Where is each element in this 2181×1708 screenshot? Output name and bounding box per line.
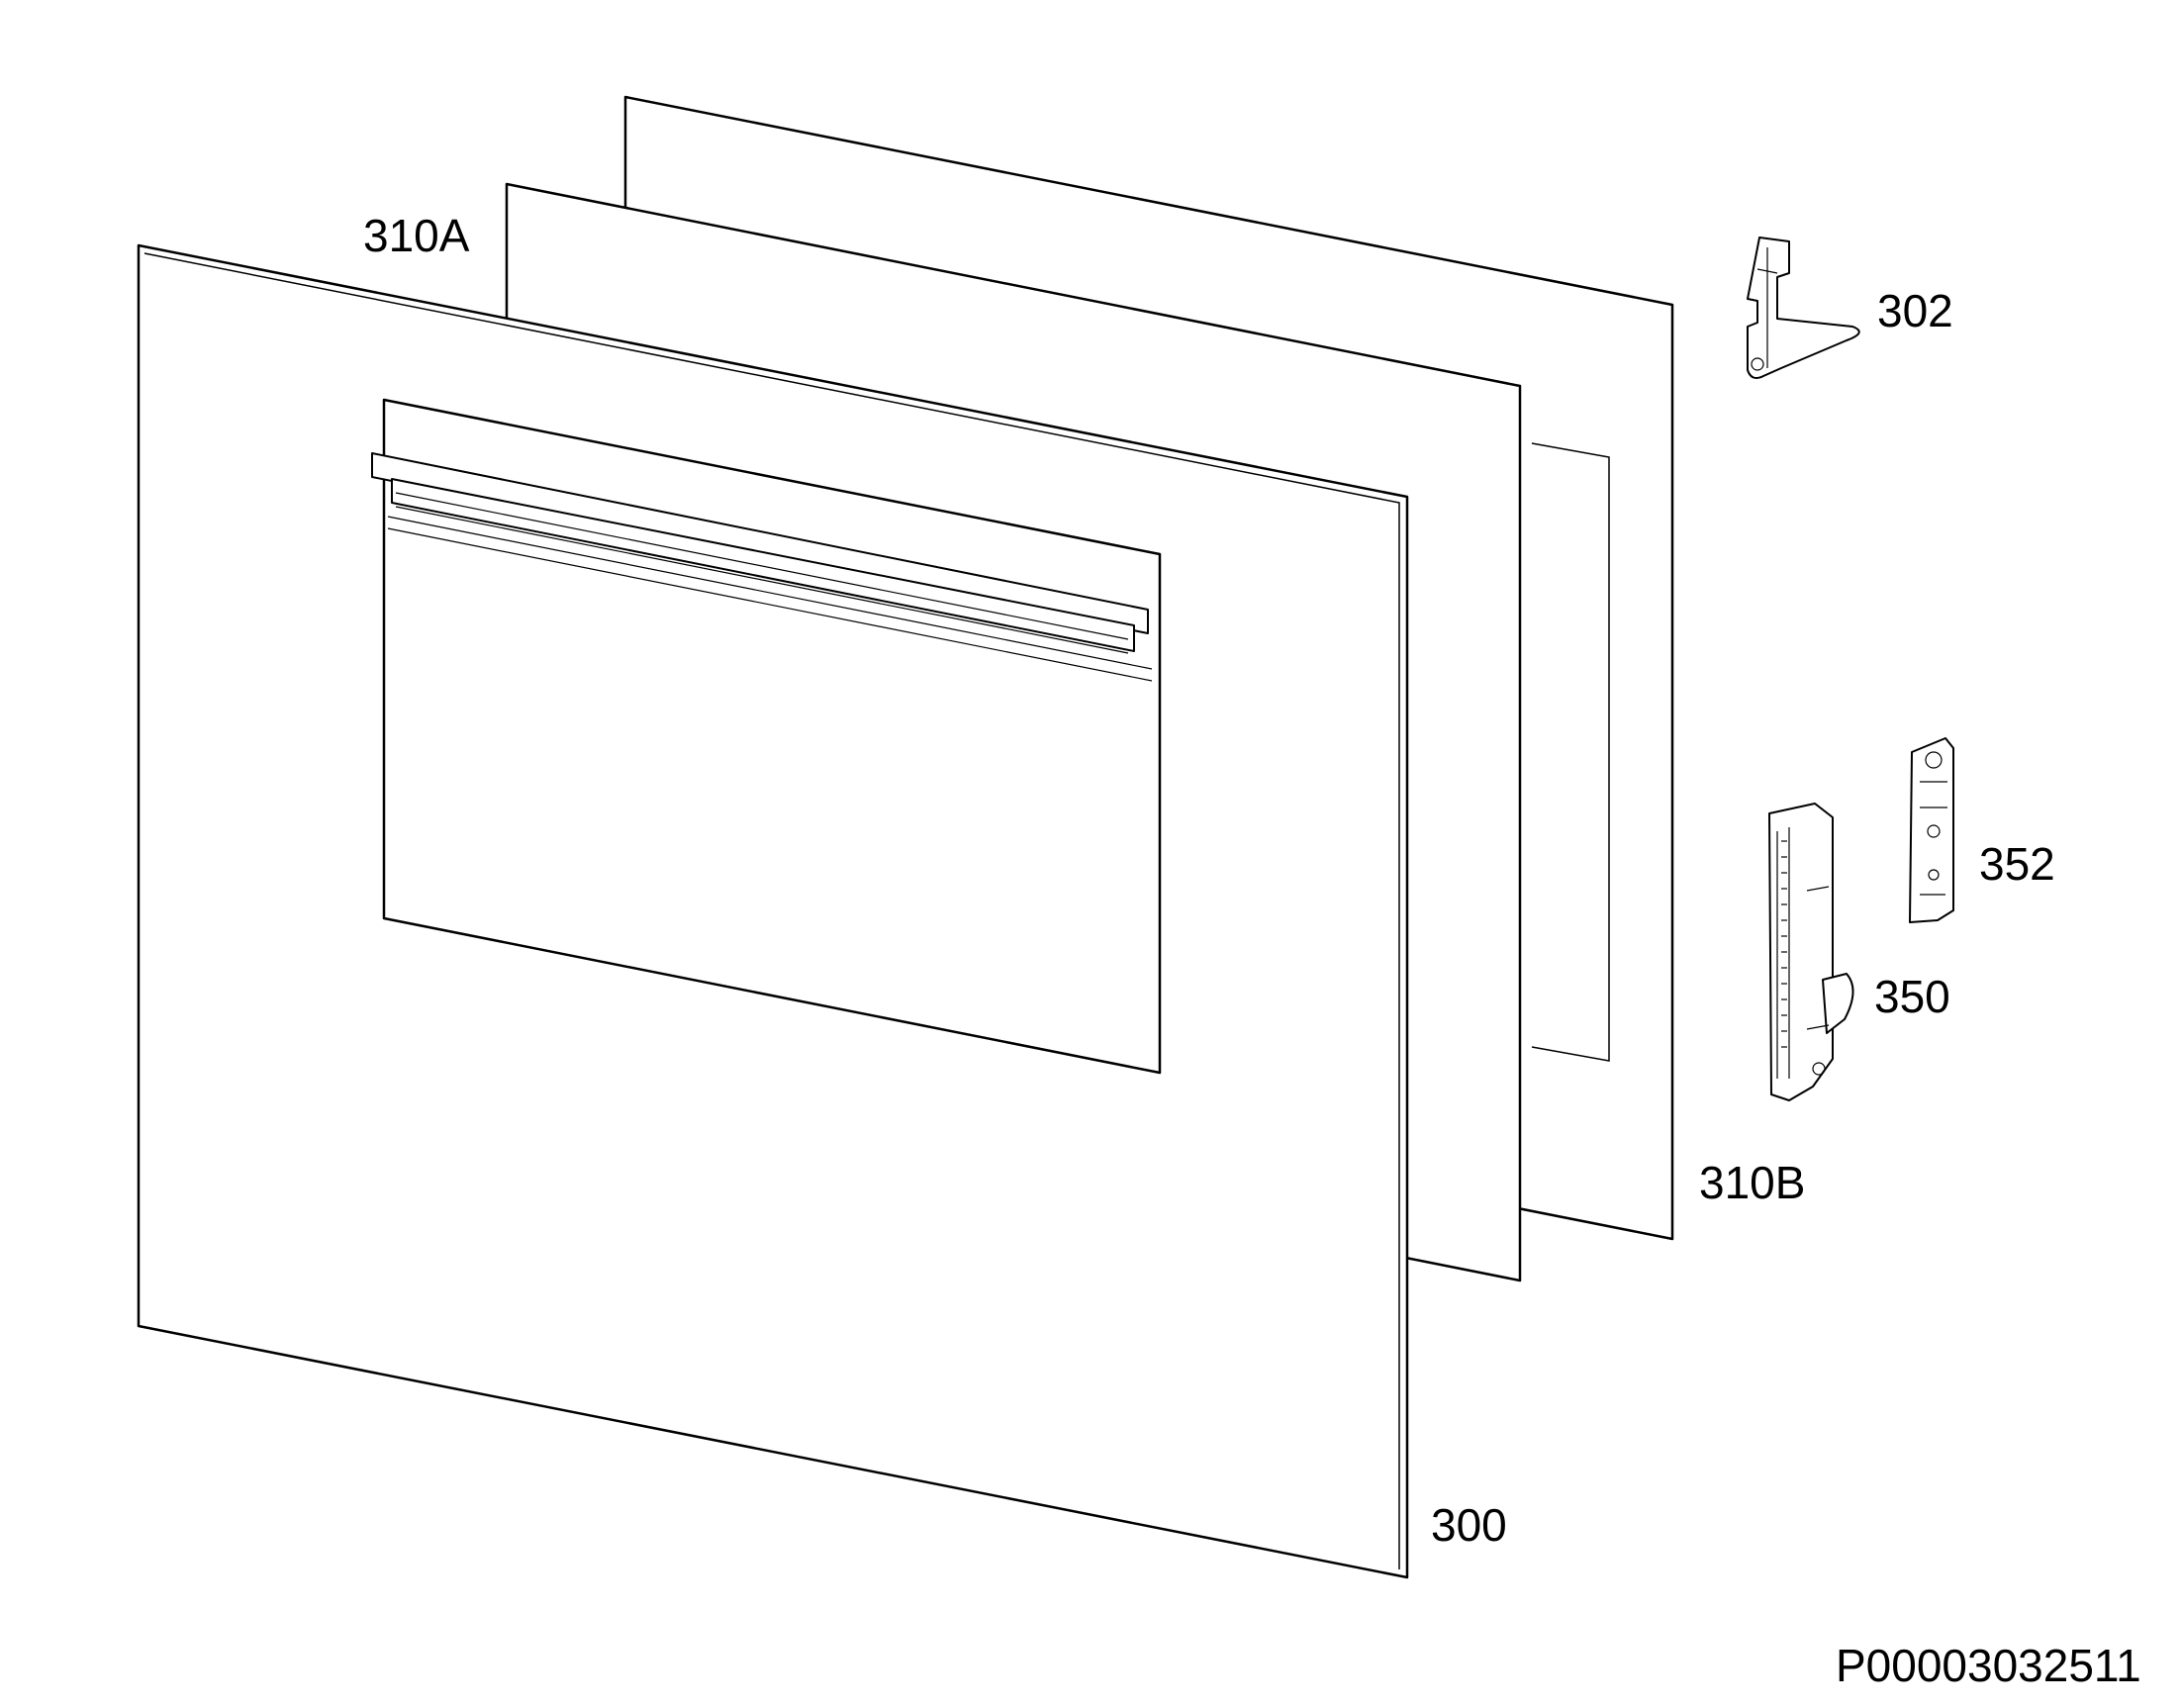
- hinge-clip-302: [1747, 237, 1860, 379]
- hinge-spring: [1776, 827, 1790, 1079]
- hinge-plate-352: [1909, 737, 1954, 923]
- door-front-panel-300: [137, 243, 1409, 1579]
- label-352: 352: [1979, 838, 2055, 890]
- label-302: 302: [1877, 285, 1953, 336]
- label-350: 350: [1874, 971, 1950, 1022]
- hinge-assembly-350: [1768, 803, 1854, 1101]
- door-handle: [371, 452, 1153, 682]
- drawing-code: P00003032511: [1836, 1640, 2141, 1691]
- label-300: 300: [1431, 1499, 1507, 1551]
- label-310B: 310B: [1699, 1157, 1806, 1208]
- door-window: [382, 398, 1162, 1075]
- label-310A: 310A: [363, 210, 470, 261]
